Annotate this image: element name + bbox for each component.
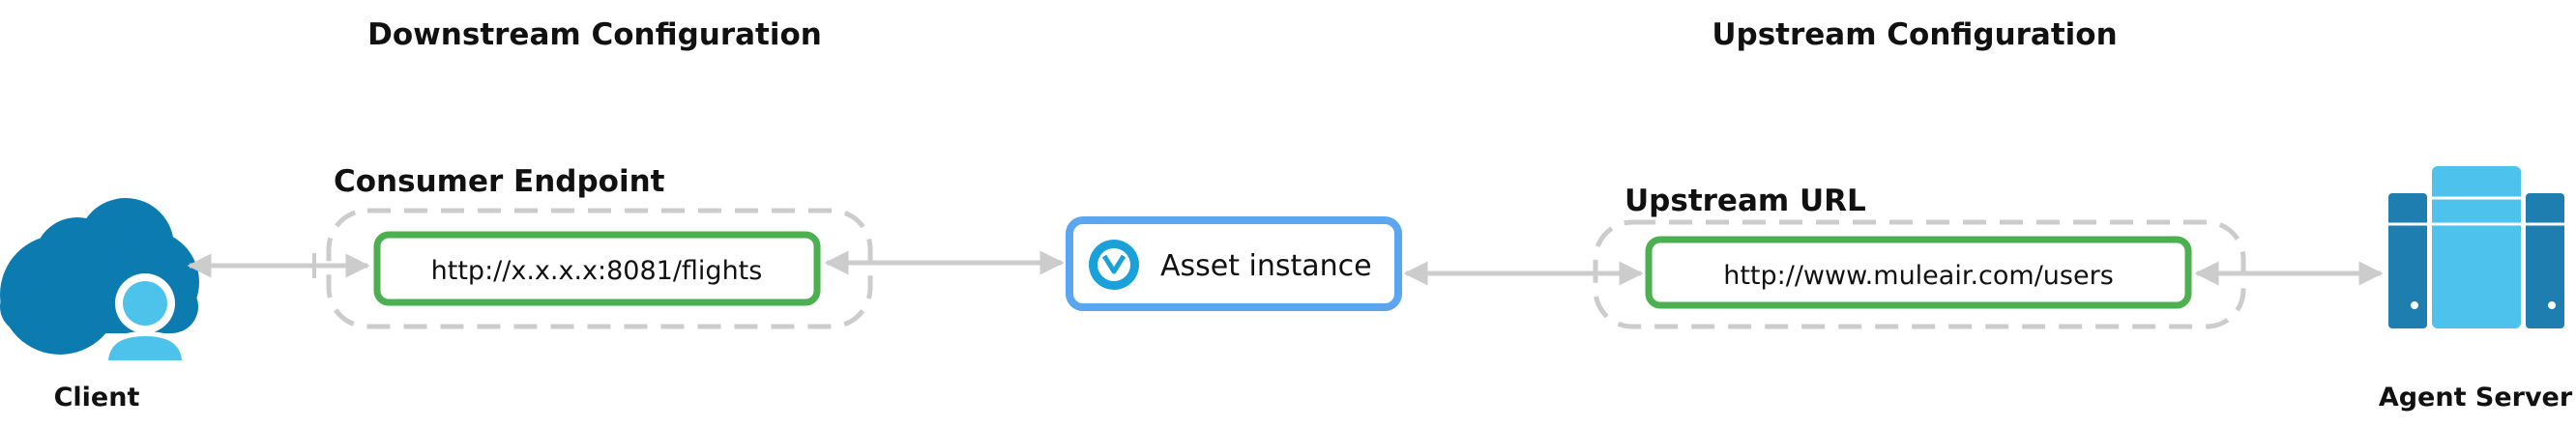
mulesoft-logo-icon — [1089, 240, 1139, 290]
upstream-url-title: Upstream URL — [1625, 184, 1866, 218]
asset-instance-box[interactable] — [1066, 216, 1402, 311]
upstream-url-box[interactable] — [1645, 236, 2192, 309]
agent-server-label: Agent Server — [2379, 383, 2573, 413]
consumer-endpoint-box[interactable] — [373, 231, 821, 306]
consumer-endpoint-title: Consumer Endpoint — [334, 164, 665, 199]
client-label: Client — [54, 383, 140, 413]
upstream-url-value: http://www.muleair.com/users — [1723, 261, 2114, 291]
asset-instance-label: Asset instance — [1160, 249, 1372, 283]
server-icon — [2388, 166, 2564, 328]
consumer-endpoint-url: http://x.x.x.x:8081/flights — [431, 256, 763, 286]
cloud-user-icon — [0, 198, 199, 360]
upstream-heading: Upstream Configuration — [1712, 17, 2117, 52]
downstream-heading: Downstream Configuration — [367, 17, 822, 52]
consumer-endpoint-dashed-group — [326, 208, 873, 329]
